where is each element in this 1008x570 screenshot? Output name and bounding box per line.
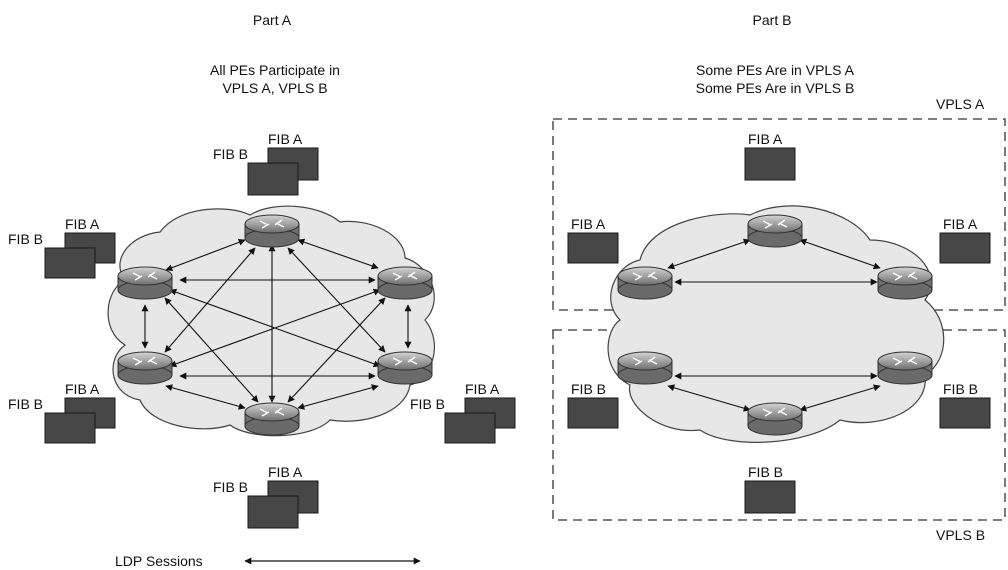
fib-b-label: FIB B bbox=[213, 479, 249, 495]
part-a-subtitle-line1: All PEs Participate in bbox=[210, 62, 340, 78]
router-icon bbox=[244, 214, 300, 248]
part-b-subtitle-line1: Some PEs Are in VPLS A bbox=[696, 62, 854, 78]
fib-b-label: FIB B bbox=[213, 146, 249, 162]
vpls-a-region bbox=[552, 118, 1006, 311]
fib-b-label: FIB B bbox=[8, 231, 44, 247]
router-icon bbox=[377, 266, 433, 300]
vpls-b-region-label: VPLS B bbox=[936, 527, 986, 543]
router-icon bbox=[747, 402, 803, 436]
ldp-sessions-part-a bbox=[141, 238, 412, 410]
part-b-subtitle-line2: Some PEs Are in VPLS B bbox=[695, 80, 855, 96]
fib-b-label: FIB B bbox=[943, 381, 979, 397]
fib-a-label: FIB A bbox=[268, 464, 303, 480]
fib-a-label: FIB A bbox=[65, 216, 100, 232]
ldp-sessions-part-b bbox=[667, 238, 881, 412]
part-a-subtitle-line2: VPLS A, VPLS B bbox=[222, 80, 328, 96]
router-icon bbox=[617, 266, 673, 300]
fib-b-label: FIB B bbox=[410, 396, 446, 412]
fib-b-label: FIB B bbox=[571, 381, 607, 397]
fib-a-label: FIB A bbox=[748, 131, 783, 147]
fib-a-label: FIB A bbox=[943, 216, 978, 232]
router-icon bbox=[877, 351, 933, 385]
fib-a-label: FIB A bbox=[571, 216, 606, 232]
router-icon bbox=[377, 351, 433, 385]
fib-a-label: FIB A bbox=[465, 381, 500, 397]
fib-boxes-part-b bbox=[567, 147, 991, 514]
router-icon bbox=[117, 266, 173, 300]
router-icon bbox=[617, 351, 673, 385]
fib-a-label: FIB A bbox=[268, 131, 303, 147]
router-icon bbox=[877, 266, 933, 300]
vpls-a-region-label: VPLS A bbox=[936, 96, 985, 112]
ldp-sessions-legend-label: LDP Sessions bbox=[115, 553, 203, 569]
fib-b-label: FIB B bbox=[748, 464, 784, 480]
router-icon bbox=[117, 351, 173, 385]
part-a-title: Part A bbox=[252, 12, 292, 28]
router-icon bbox=[244, 402, 300, 436]
part-b-title: Part B bbox=[752, 12, 792, 28]
fib-a-label: FIB A bbox=[65, 381, 100, 397]
router-icon bbox=[747, 214, 803, 248]
fib-b-label: FIB B bbox=[8, 396, 44, 412]
fib-stacks-part-a bbox=[44, 147, 516, 529]
